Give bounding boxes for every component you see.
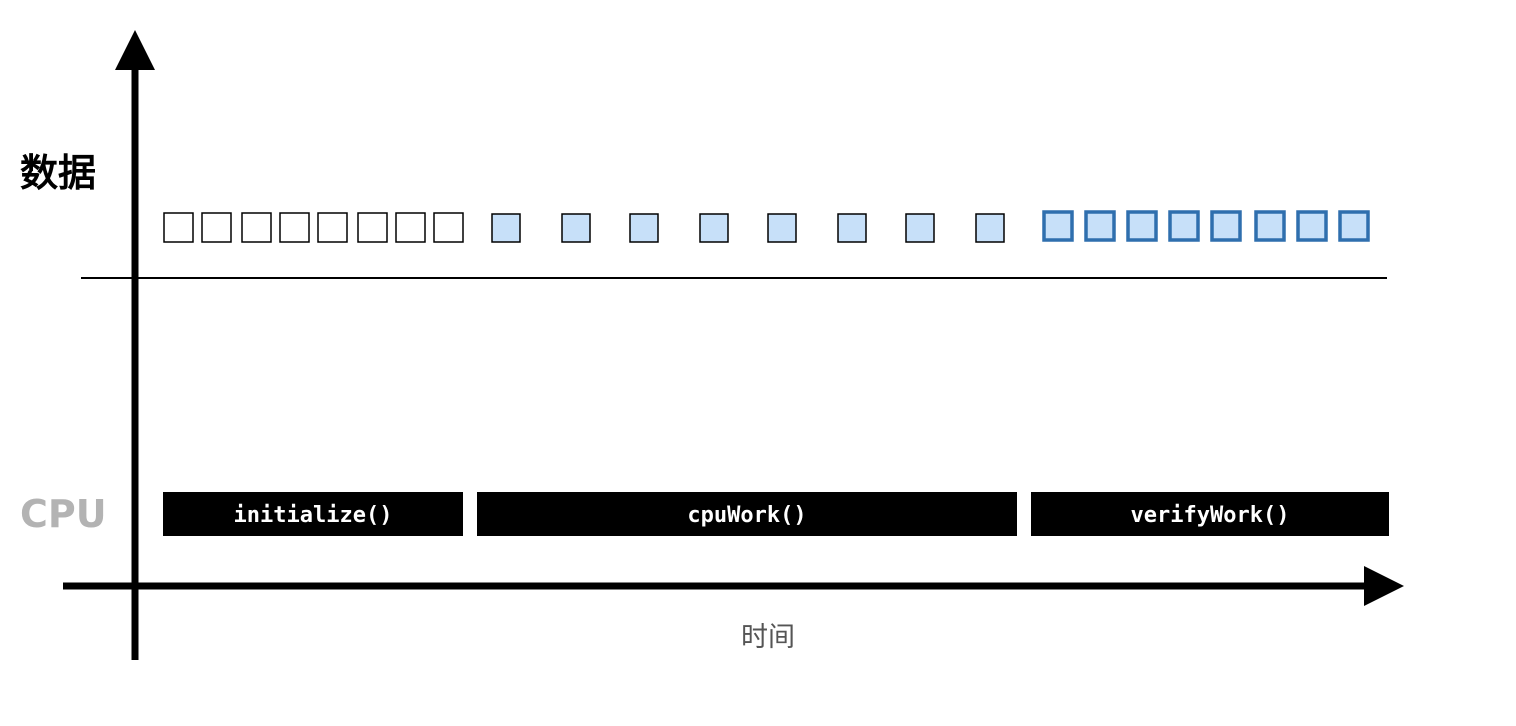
- data-row-label: 数据: [20, 151, 96, 195]
- task-bar: [163, 492, 463, 536]
- data-block-verified: [1168, 210, 1200, 242]
- task-label: initialize(): [234, 503, 393, 528]
- task-bar-cpuwork: cpuWork(): [477, 492, 1017, 536]
- data-block-verified: [1254, 210, 1286, 242]
- data-block-processed: [767, 213, 797, 243]
- data-block-processed: [975, 213, 1005, 243]
- data-block-processed: [629, 213, 659, 243]
- task-bar: [477, 492, 1017, 536]
- data-block-verified: [1126, 210, 1158, 242]
- data-block-verified: [1084, 210, 1116, 242]
- data-block-verified: [1296, 210, 1328, 242]
- data-block-processed: [837, 213, 867, 243]
- data-block-verified: [1338, 210, 1370, 242]
- task-label: verifyWork(): [1131, 503, 1290, 528]
- task-label: cpuWork(): [687, 503, 806, 528]
- data-block-processed: [699, 213, 729, 243]
- data-block-processed: [561, 213, 591, 243]
- data-block-verified: [1210, 210, 1242, 242]
- vertical-axis-arrowhead: [115, 30, 155, 70]
- data-block-uninitialized: [201, 212, 232, 243]
- time-axis-arrowhead: [1364, 566, 1404, 606]
- data-block-uninitialized: [279, 212, 310, 243]
- data-blocks: [163, 210, 1370, 243]
- task-bar-verifywork: verifyWork(): [1031, 492, 1389, 536]
- data-block-verified: [1042, 210, 1074, 242]
- data-block-processed: [491, 213, 521, 243]
- task-bar: [1031, 492, 1389, 536]
- data-block-processed: [905, 213, 935, 243]
- data-block-uninitialized: [395, 212, 426, 243]
- data-block-uninitialized: [241, 212, 272, 243]
- data-block-uninitialized: [317, 212, 348, 243]
- time-axis-label: 时间: [741, 622, 795, 653]
- task-bar-initialize: initialize(): [163, 492, 463, 536]
- data-block-uninitialized: [433, 212, 464, 243]
- cpu-row-label: CPU: [20, 492, 107, 536]
- data-block-uninitialized: [357, 212, 388, 243]
- data-block-uninitialized: [163, 212, 194, 243]
